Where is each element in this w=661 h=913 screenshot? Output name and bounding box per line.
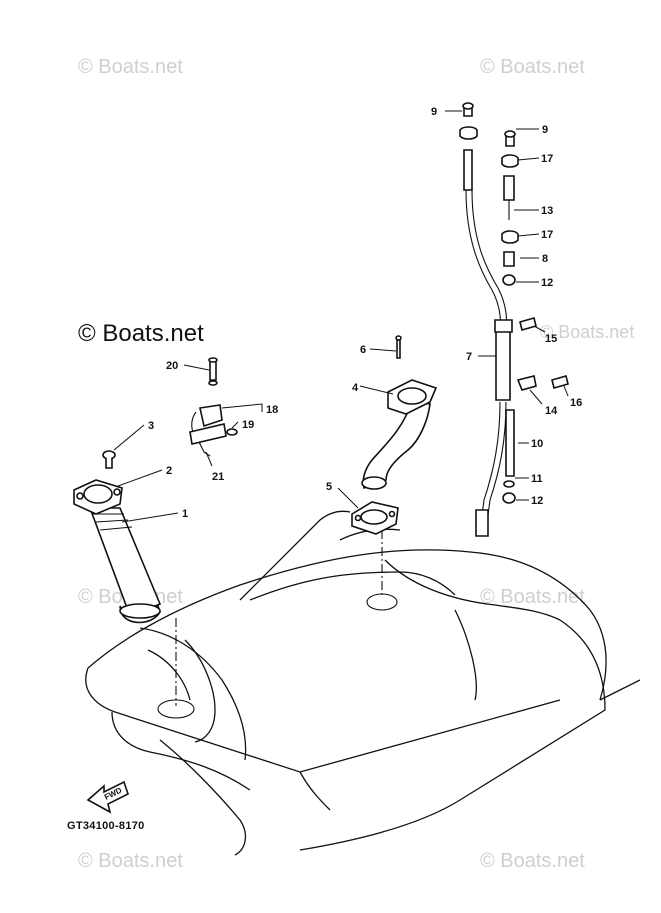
callout-18: 18 xyxy=(266,404,278,416)
part-hose-elbow xyxy=(361,379,438,490)
callout-10: 10 xyxy=(531,438,543,450)
callout-5: 5 xyxy=(326,481,332,493)
callout-1: 1 xyxy=(182,508,188,520)
part-gasket xyxy=(351,501,399,535)
watermark-bottom-left: © Boats.net xyxy=(78,850,183,872)
part-breather-line xyxy=(459,102,569,537)
part-clamp-assembly xyxy=(189,357,238,457)
callout-12-lower: 12 xyxy=(531,495,543,507)
part-screw xyxy=(102,450,116,469)
part-stud xyxy=(395,335,402,359)
callout-17-upper: 17 xyxy=(541,153,553,165)
watermark-side: © Boats.net xyxy=(540,322,635,342)
callout-21: 21 xyxy=(212,471,224,483)
callout-7: 7 xyxy=(466,351,472,363)
watermark-bottom-right: © Boats.net xyxy=(480,850,585,872)
callout-9-left: 9 xyxy=(431,106,437,118)
watermark-mid-right: © Boats.net xyxy=(480,586,585,608)
callout-17-lower: 17 xyxy=(541,229,553,241)
watermark-main: © Boats.net xyxy=(78,320,204,347)
watermark-top-left: © Boats.net xyxy=(78,56,183,78)
callout-20: 20 xyxy=(166,360,178,372)
diagram-code: GT34100-8170 xyxy=(67,820,145,832)
callout-13: 13 xyxy=(541,205,553,217)
callout-3: 3 xyxy=(148,420,154,432)
callout-12-upper: 12 xyxy=(541,277,553,289)
part-vent-hose xyxy=(73,479,162,624)
callout-2: 2 xyxy=(166,465,172,477)
hull-deck-outline xyxy=(85,510,641,856)
callout-16: 16 xyxy=(570,397,582,409)
callout-4: 4 xyxy=(352,382,359,394)
callout-15: 15 xyxy=(545,333,557,345)
watermark-top-right: © Boats.net xyxy=(480,56,585,78)
callout-9-right: 9 xyxy=(542,124,548,136)
callout-numbers: 1 2 3 4 5 6 7 8 9 9 10 11 12 12 13 14 15… xyxy=(148,106,582,520)
fwd-arrow-icon: FWD xyxy=(86,780,129,814)
callout-11: 11 xyxy=(531,473,543,485)
leader-lines xyxy=(113,110,569,523)
callout-19: 19 xyxy=(242,419,254,431)
callout-6: 6 xyxy=(360,344,366,356)
callout-14: 14 xyxy=(545,405,558,417)
callout-8: 8 xyxy=(542,253,548,265)
